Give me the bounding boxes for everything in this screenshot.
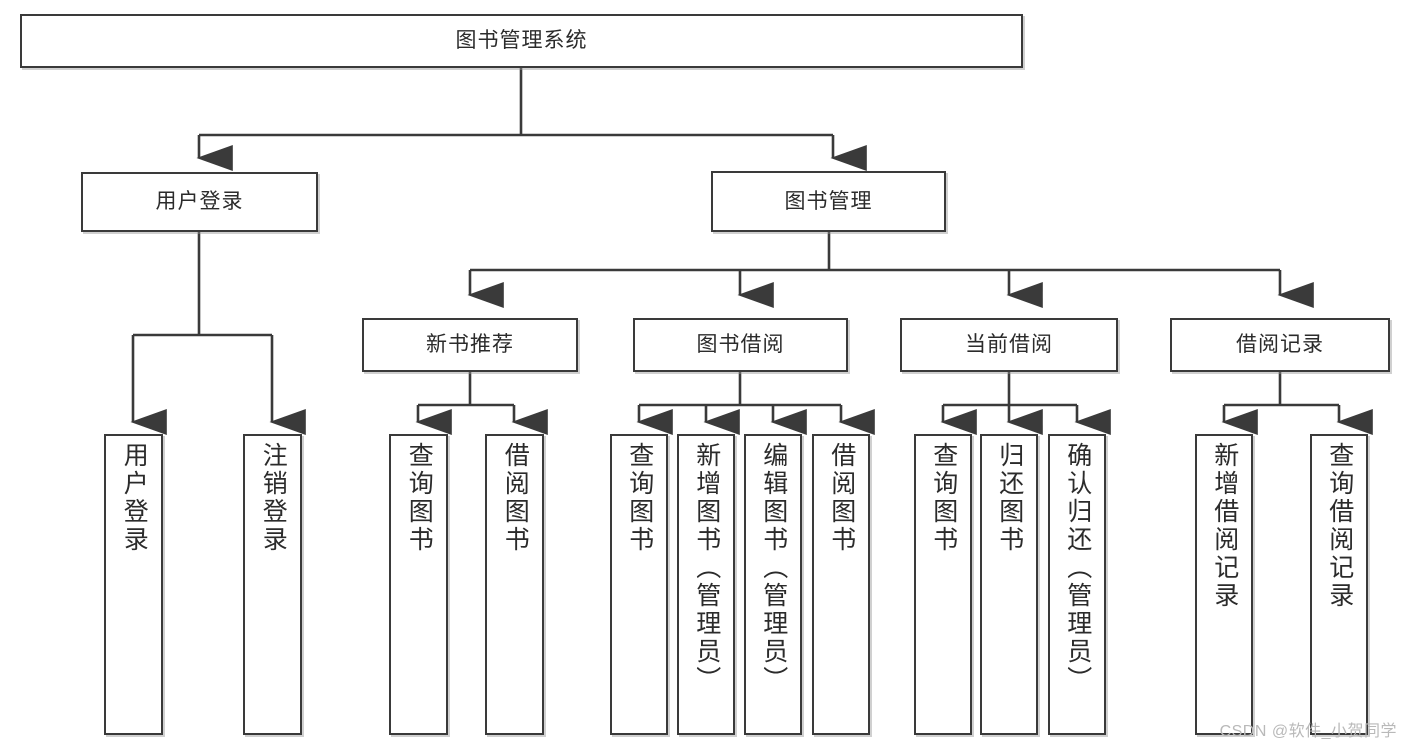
leaf-new-book-borrow-book[interactable]: 借阅图书 xyxy=(485,434,544,735)
node-label: 图书管理系统 xyxy=(455,29,588,53)
node-label: 借阅记录 xyxy=(1236,333,1324,357)
leaf-new-book-query-book[interactable]: 查询图书 xyxy=(389,434,448,735)
node-root-book-management-system[interactable]: 图书管理系统 xyxy=(20,14,1023,68)
leaf-current-borrow-confirm-return-admin[interactable]: 确认归还（管理员） xyxy=(1048,434,1106,735)
leaf-current-borrow-return-book[interactable]: 归还图书 xyxy=(980,434,1038,735)
node-label: 新增借阅记录 xyxy=(1210,442,1239,610)
node-label: 归还图书 xyxy=(995,442,1024,554)
leaf-current-borrow-query-book[interactable]: 查询图书 xyxy=(914,434,972,735)
node-label: 编辑图书（管理员） xyxy=(759,442,788,694)
node-label: 注销登录 xyxy=(259,442,288,554)
leaf-user-login-logout[interactable]: 注销登录 xyxy=(243,434,302,735)
node-current-borrow[interactable]: 当前借阅 xyxy=(900,318,1118,372)
node-label: 查询借阅记录 xyxy=(1325,442,1354,610)
leaf-book-borrow-add-book-admin[interactable]: 新增图书（管理员） xyxy=(677,434,735,735)
node-label: 借阅图书 xyxy=(501,442,530,554)
node-label: 当前借阅 xyxy=(965,333,1053,357)
node-label: 用户登录 xyxy=(120,442,149,554)
leaf-borrow-records-add-record[interactable]: 新增借阅记录 xyxy=(1195,434,1253,735)
leaf-book-borrow-borrow-book[interactable]: 借阅图书 xyxy=(812,434,870,735)
node-label: 新增图书（管理员） xyxy=(692,442,721,694)
node-label: 查询图书 xyxy=(625,442,654,554)
node-label: 查询图书 xyxy=(405,442,434,554)
node-label: 图书管理 xyxy=(784,189,873,213)
node-label: 借阅图书 xyxy=(827,442,856,554)
leaf-book-borrow-query-book[interactable]: 查询图书 xyxy=(610,434,668,735)
node-borrow-records[interactable]: 借阅记录 xyxy=(1170,318,1390,372)
node-book-borrow[interactable]: 图书借阅 xyxy=(633,318,848,372)
node-label: 查询图书 xyxy=(929,442,958,554)
node-label: 用户登录 xyxy=(155,190,244,214)
node-user-login[interactable]: 用户登录 xyxy=(81,172,318,232)
node-label: 新书推荐 xyxy=(426,333,514,357)
leaf-user-login-login[interactable]: 用户登录 xyxy=(104,434,163,735)
node-new-book-recommend[interactable]: 新书推荐 xyxy=(362,318,578,372)
leaf-borrow-records-query-record[interactable]: 查询借阅记录 xyxy=(1310,434,1368,735)
node-book-management[interactable]: 图书管理 xyxy=(711,171,946,232)
leaf-book-borrow-edit-book-admin[interactable]: 编辑图书（管理员） xyxy=(744,434,802,735)
watermark-text: CSDN @软件_小贺同学 xyxy=(1219,723,1397,740)
node-label: 确认归还（管理员） xyxy=(1063,442,1092,694)
node-label: 图书借阅 xyxy=(696,333,785,357)
